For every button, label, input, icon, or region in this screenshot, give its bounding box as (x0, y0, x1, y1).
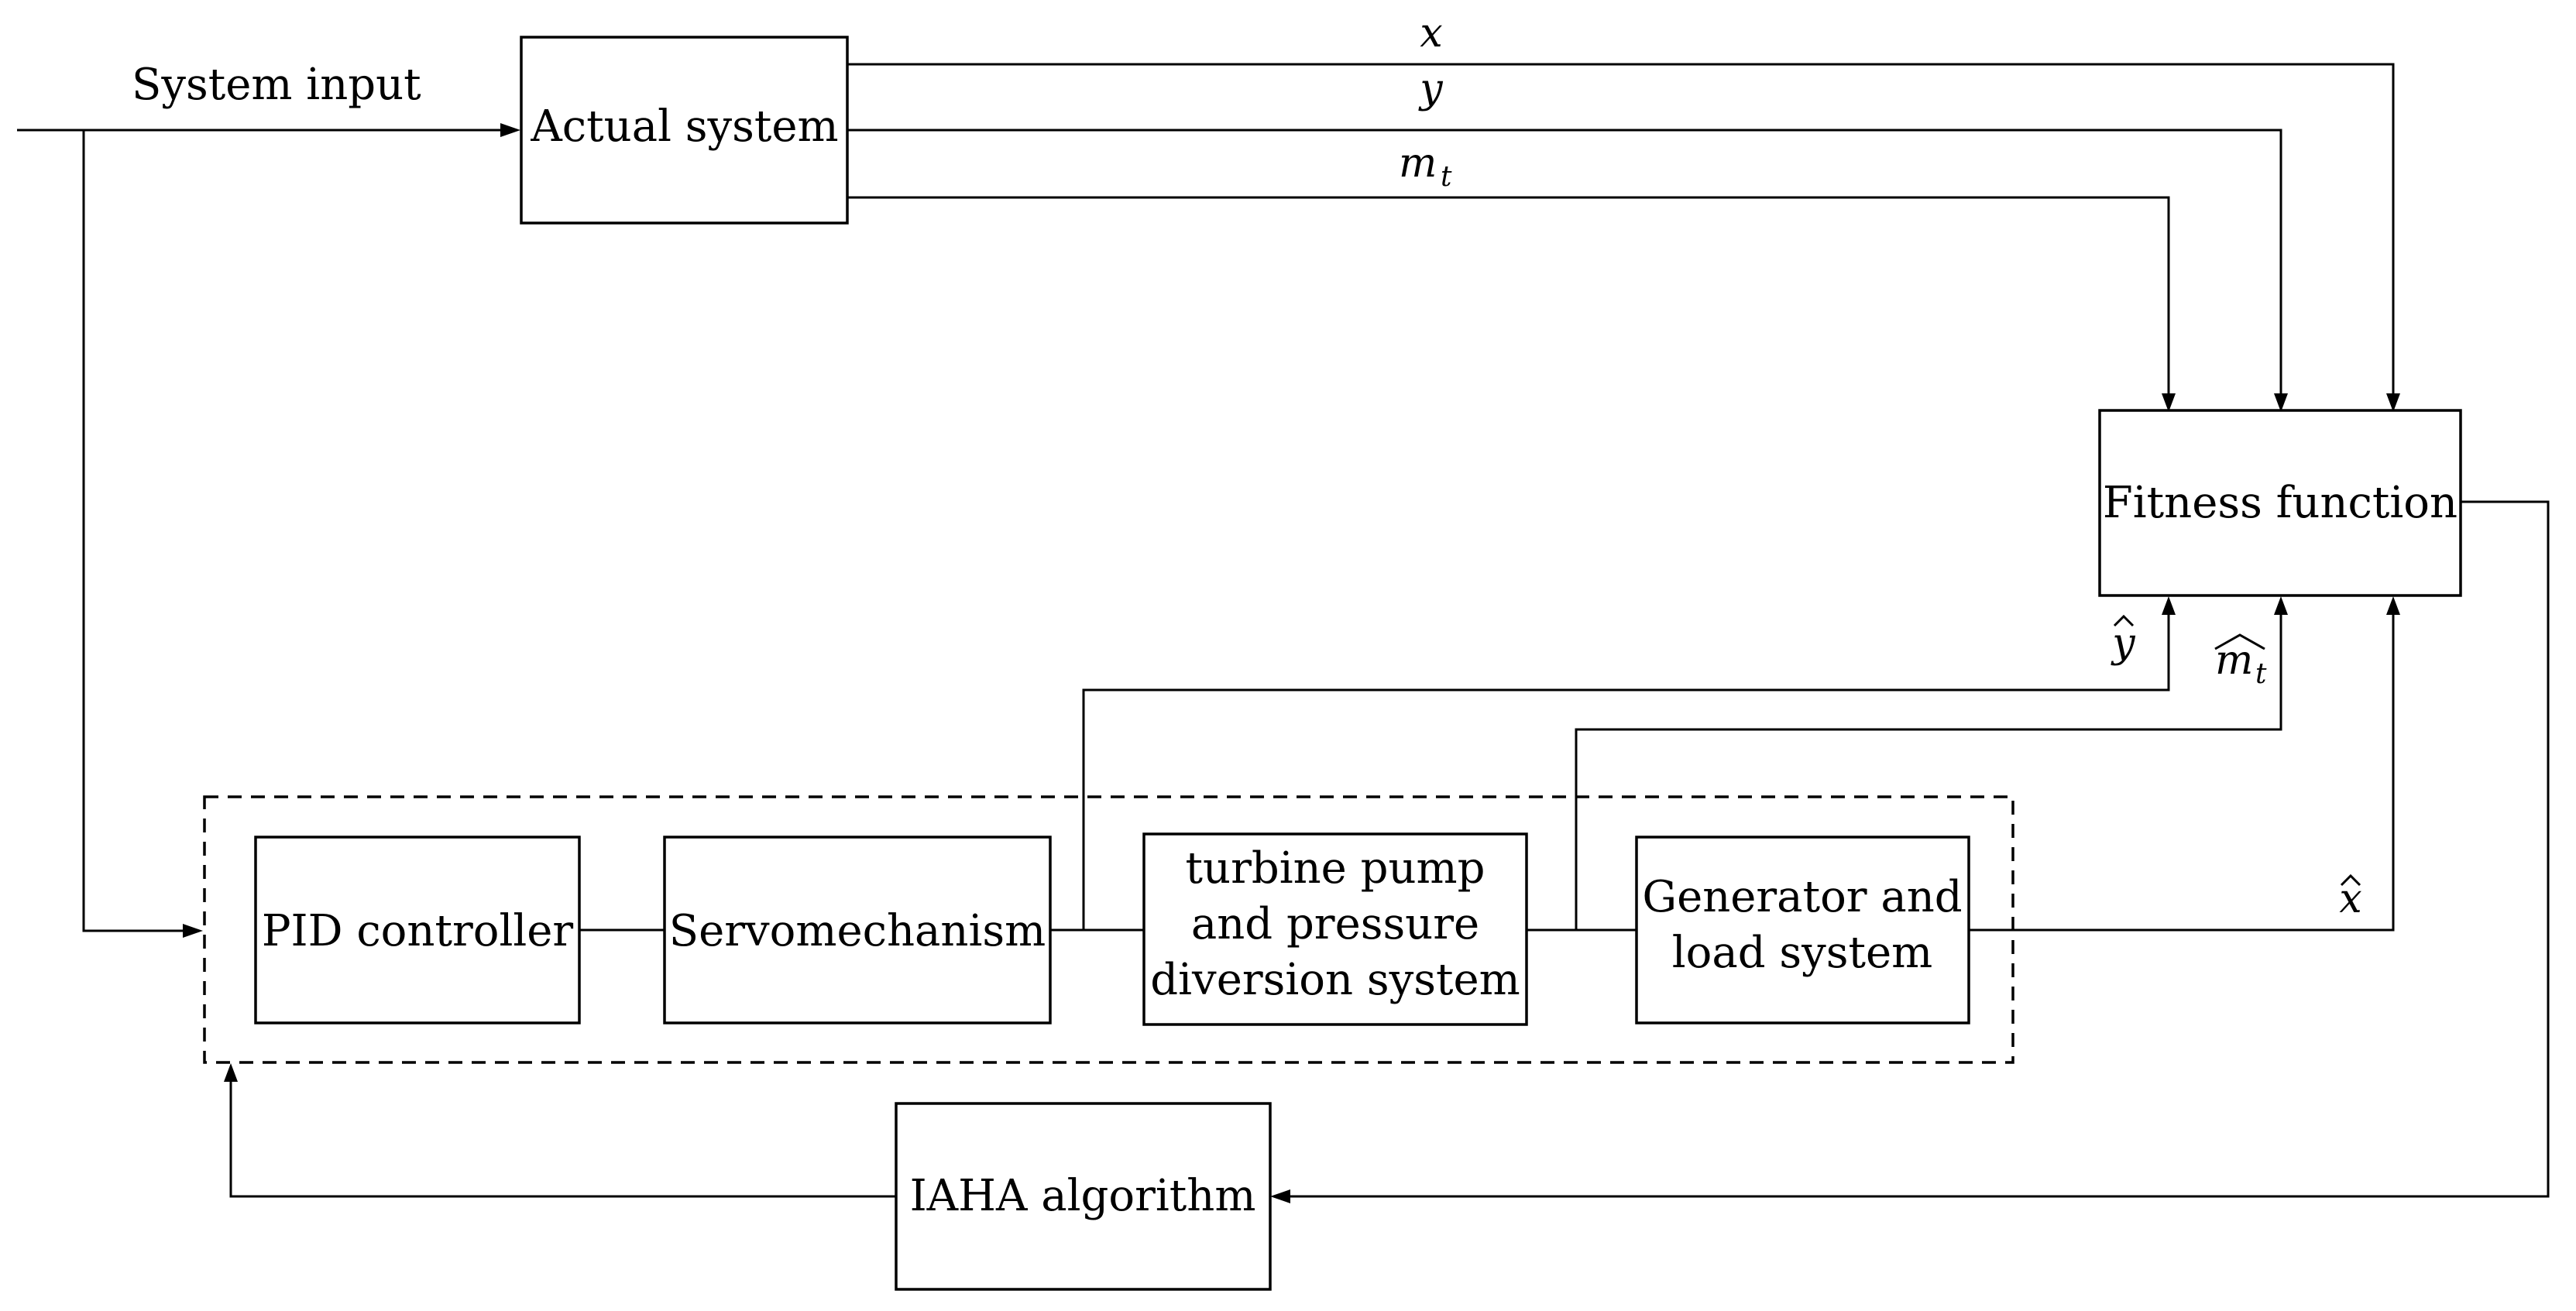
svg-text:m: m (2215, 637, 2253, 684)
system-input-wire (17, 123, 520, 938)
x-hat-label: x (2339, 873, 2362, 922)
pid-controller-label: PID controller (262, 906, 574, 956)
actual-output-wires (847, 63, 2400, 412)
y-hat-label: y (2111, 614, 2135, 667)
svg-text:t: t (1441, 161, 1452, 193)
turbine-label-line2: and pressure (1191, 899, 1479, 949)
system-input-label: System input (132, 60, 421, 110)
m-hat-label: m t (2214, 633, 2267, 690)
y-hat-wire (1082, 596, 2176, 930)
signal-x-label: x (1420, 10, 1442, 57)
generator-label-line2: load system (1672, 928, 1933, 978)
signal-y-label: y (1418, 66, 1443, 112)
m-hat-wire (1575, 596, 2288, 930)
svg-text:y: y (2111, 620, 2135, 667)
turbine-label-line1: turbine pump (1186, 843, 1485, 894)
fitness-function-label: Fitness function (2103, 478, 2458, 528)
fitness-to-iaha-wire (1270, 500, 2550, 1203)
iaha-to-model-wire (224, 1063, 896, 1198)
pid-controller-block (254, 836, 581, 1024)
fitness-function-block (2098, 409, 2462, 597)
turbine-label-line3: diversion system (1150, 955, 1520, 1005)
actual-system-block (520, 36, 849, 225)
iaha-algorithm-label: IAHA algorithm (910, 1171, 1256, 1221)
x-hat-wire (1969, 596, 2400, 932)
servomechanism-label: Servomechanism (669, 906, 1046, 956)
svg-text:m: m (1399, 140, 1437, 187)
turbine-block (1142, 832, 1528, 1026)
generator-label-line1: Generator and (1642, 872, 1962, 922)
actual-system-label: Actual system (530, 101, 838, 152)
signal-mt-label: m t (1399, 140, 1452, 193)
svg-text:t: t (2255, 658, 2267, 690)
